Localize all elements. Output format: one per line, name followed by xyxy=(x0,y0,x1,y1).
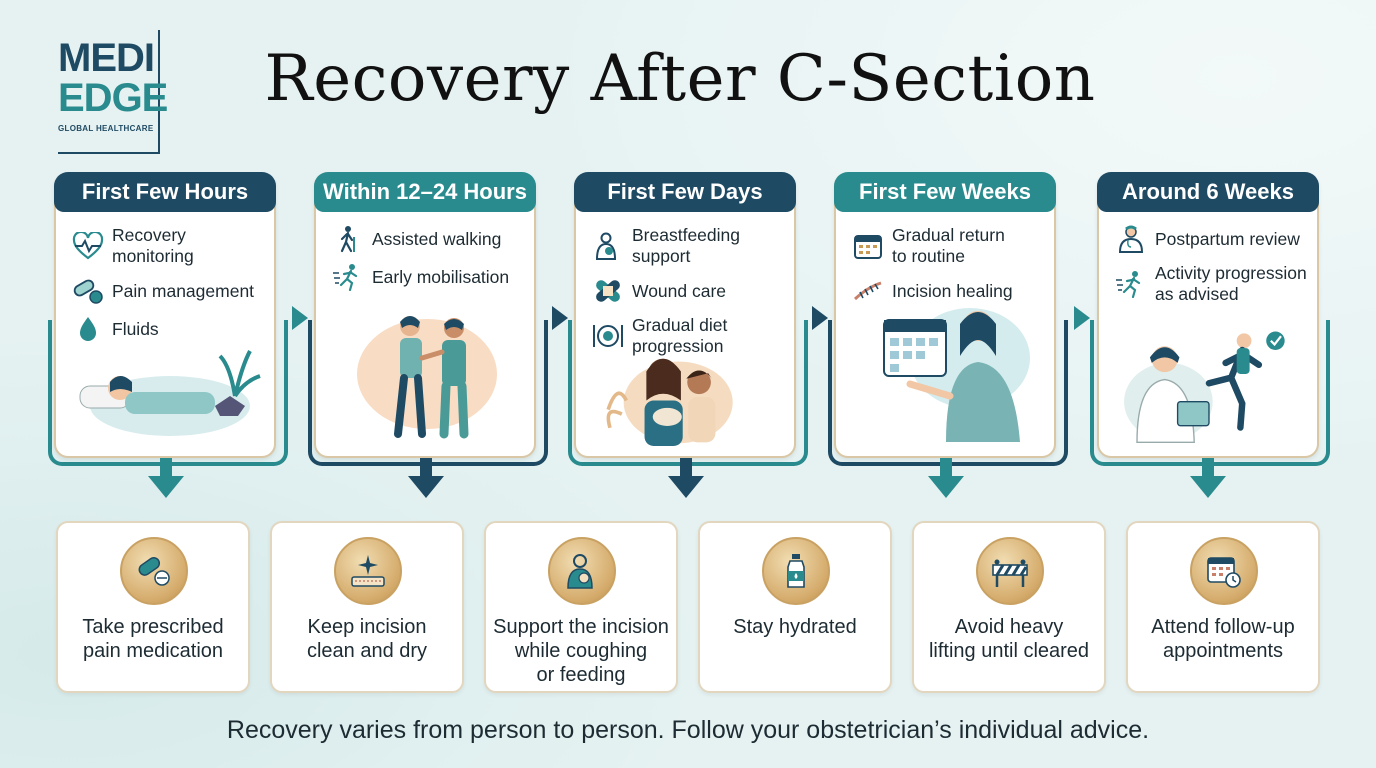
arrow-down-icon xyxy=(408,458,444,498)
logo-line-1: MEDI xyxy=(58,36,155,80)
walking-person-icon xyxy=(340,226,355,253)
tip-text: Stay hydrated xyxy=(733,616,857,638)
stage-item: Gradual return to routine xyxy=(852,225,1046,267)
mother-baby-icon xyxy=(567,554,593,589)
stage-card-first-few-days: First Few Days Breastfeeding support Wou… xyxy=(574,172,796,458)
plate-cutlery-icon xyxy=(593,325,623,347)
stage-item: Breastfeeding support xyxy=(592,225,786,267)
doctor-and-runner-illustration xyxy=(1124,331,1285,443)
stage-item: Wound care xyxy=(592,277,786,305)
stage-item-text: Gradual diet progression xyxy=(632,315,728,356)
page-title: Recovery After C-Section xyxy=(264,42,1096,116)
doctor-icon xyxy=(1118,225,1144,253)
stage-item-text: Activity progression as advised xyxy=(1155,263,1307,304)
tip-card-follow-up-appointments: Attend follow-up appointments xyxy=(1126,521,1320,693)
arrow-right-icon xyxy=(812,306,828,330)
tip-card-stay-hydrated: Stay hydrated xyxy=(698,521,892,693)
arrow-down-icon xyxy=(668,458,704,498)
sparkle-incision-icon xyxy=(351,555,385,587)
tip-card-pain-medication: Take prescribed pain medication xyxy=(56,521,250,693)
droplet-icon xyxy=(80,317,96,341)
stage-item-text: Early mobilisation xyxy=(372,266,510,287)
stage-item-text: Wound care xyxy=(632,280,727,301)
stage-item: Pain management xyxy=(72,277,266,305)
stage-item-text: Recovery monitoring xyxy=(112,225,194,266)
arrow-down-icon xyxy=(928,458,964,498)
tip-card-keep-incision-clean: Keep incision clean and dry xyxy=(270,521,464,693)
footer-note: Recovery varies from person to person. F… xyxy=(226,716,1150,744)
stage-item-text: Breastfeeding support xyxy=(632,225,740,266)
woman-resting-in-bed-illustration xyxy=(79,350,261,436)
tip-medal xyxy=(1190,537,1258,605)
stage-card-around-6-weeks: Around 6 Weeks Postpartum review Activit… xyxy=(1097,172,1319,458)
stage-item-text: Fluids xyxy=(112,318,159,339)
calendar-clock-icon xyxy=(1207,557,1241,588)
stage-item: Recovery monitoring xyxy=(72,225,266,267)
tip-medal xyxy=(976,537,1044,605)
incision-icon xyxy=(853,281,882,301)
mother-breastfeeding-illustration xyxy=(606,358,733,446)
tip-medal xyxy=(334,537,402,605)
stage-header: Around 6 Weeks xyxy=(1097,172,1319,212)
stage-header: First Few Weeks xyxy=(834,172,1056,212)
nurse-assisting-walk-illustration xyxy=(357,316,497,439)
barrier-icon xyxy=(992,559,1028,587)
tip-card-support-incision: Support the incision while coughing or f… xyxy=(484,521,678,693)
woman-with-calendar-illustration xyxy=(883,308,1030,442)
logo-line-2: EDGE xyxy=(58,76,168,120)
calendar-icon xyxy=(854,235,882,259)
logo: MEDI EDGE GLOBAL HEALTHCARE xyxy=(58,30,168,154)
tip-text: Avoid heavy lifting until cleared xyxy=(928,616,1090,662)
heart-monitor-icon xyxy=(72,232,104,260)
tip-text: Attend follow-up appointments xyxy=(1151,616,1295,662)
pill-icon xyxy=(73,279,103,304)
tip-card-avoid-heavy-lifting: Avoid heavy lifting until cleared xyxy=(912,521,1106,693)
stage-item: Activity progression as advised xyxy=(1115,263,1309,305)
arrow-down-icon xyxy=(1190,458,1226,498)
stage-header: Within 12–24 Hours xyxy=(314,172,536,212)
running-person-icon xyxy=(333,264,358,291)
stage-item: Fluids xyxy=(72,315,266,343)
breastfeeding-icon xyxy=(595,232,617,260)
stage-item-text: Assisted walking xyxy=(372,228,502,249)
stage-header: First Few Days xyxy=(574,172,796,212)
tip-text: Support the incision while coughing or f… xyxy=(493,616,669,686)
water-bottle-icon xyxy=(787,554,805,588)
stage-header: First Few Hours xyxy=(54,172,276,212)
stage-item: Postpartum review xyxy=(1115,225,1309,253)
stage-card-first-few-weeks: First Few Weeks Gradual return to routin… xyxy=(834,172,1056,458)
pill-icon xyxy=(138,557,170,586)
arrow-right-icon xyxy=(292,306,308,330)
tip-medal xyxy=(762,537,830,605)
arrow-down-icon xyxy=(148,458,184,498)
stage-item: Gradual diet progression xyxy=(592,315,786,357)
stage-item-text: Pain management xyxy=(112,280,255,301)
tip-medal xyxy=(120,537,188,605)
stage-item-text: Incision healing xyxy=(892,280,1013,301)
tip-medal xyxy=(548,537,616,605)
tip-text: Keep incision clean and dry xyxy=(306,616,428,662)
stage-item-text: Gradual return to routine xyxy=(892,225,1005,266)
arrow-right-icon xyxy=(552,306,568,330)
stage-card-within-12-24-hours: Within 12–24 Hours Assisted walking Earl… xyxy=(314,172,536,458)
logo-tagline: GLOBAL HEALTHCARE xyxy=(58,124,154,133)
stage-item-text: Postpartum review xyxy=(1155,228,1300,249)
tip-text: Take prescribed pain medication xyxy=(82,616,224,662)
stage-card-first-few-hours: First Few Hours Recovery monitoring Pain… xyxy=(54,172,276,458)
stage-item: Incision healing xyxy=(852,277,1046,305)
stage-item: Assisted walking xyxy=(332,225,526,253)
stage-item: Early mobilisation xyxy=(332,263,526,291)
bandage-icon xyxy=(596,280,620,302)
arrow-right-icon xyxy=(1074,306,1090,330)
running-person-icon xyxy=(1116,271,1141,298)
